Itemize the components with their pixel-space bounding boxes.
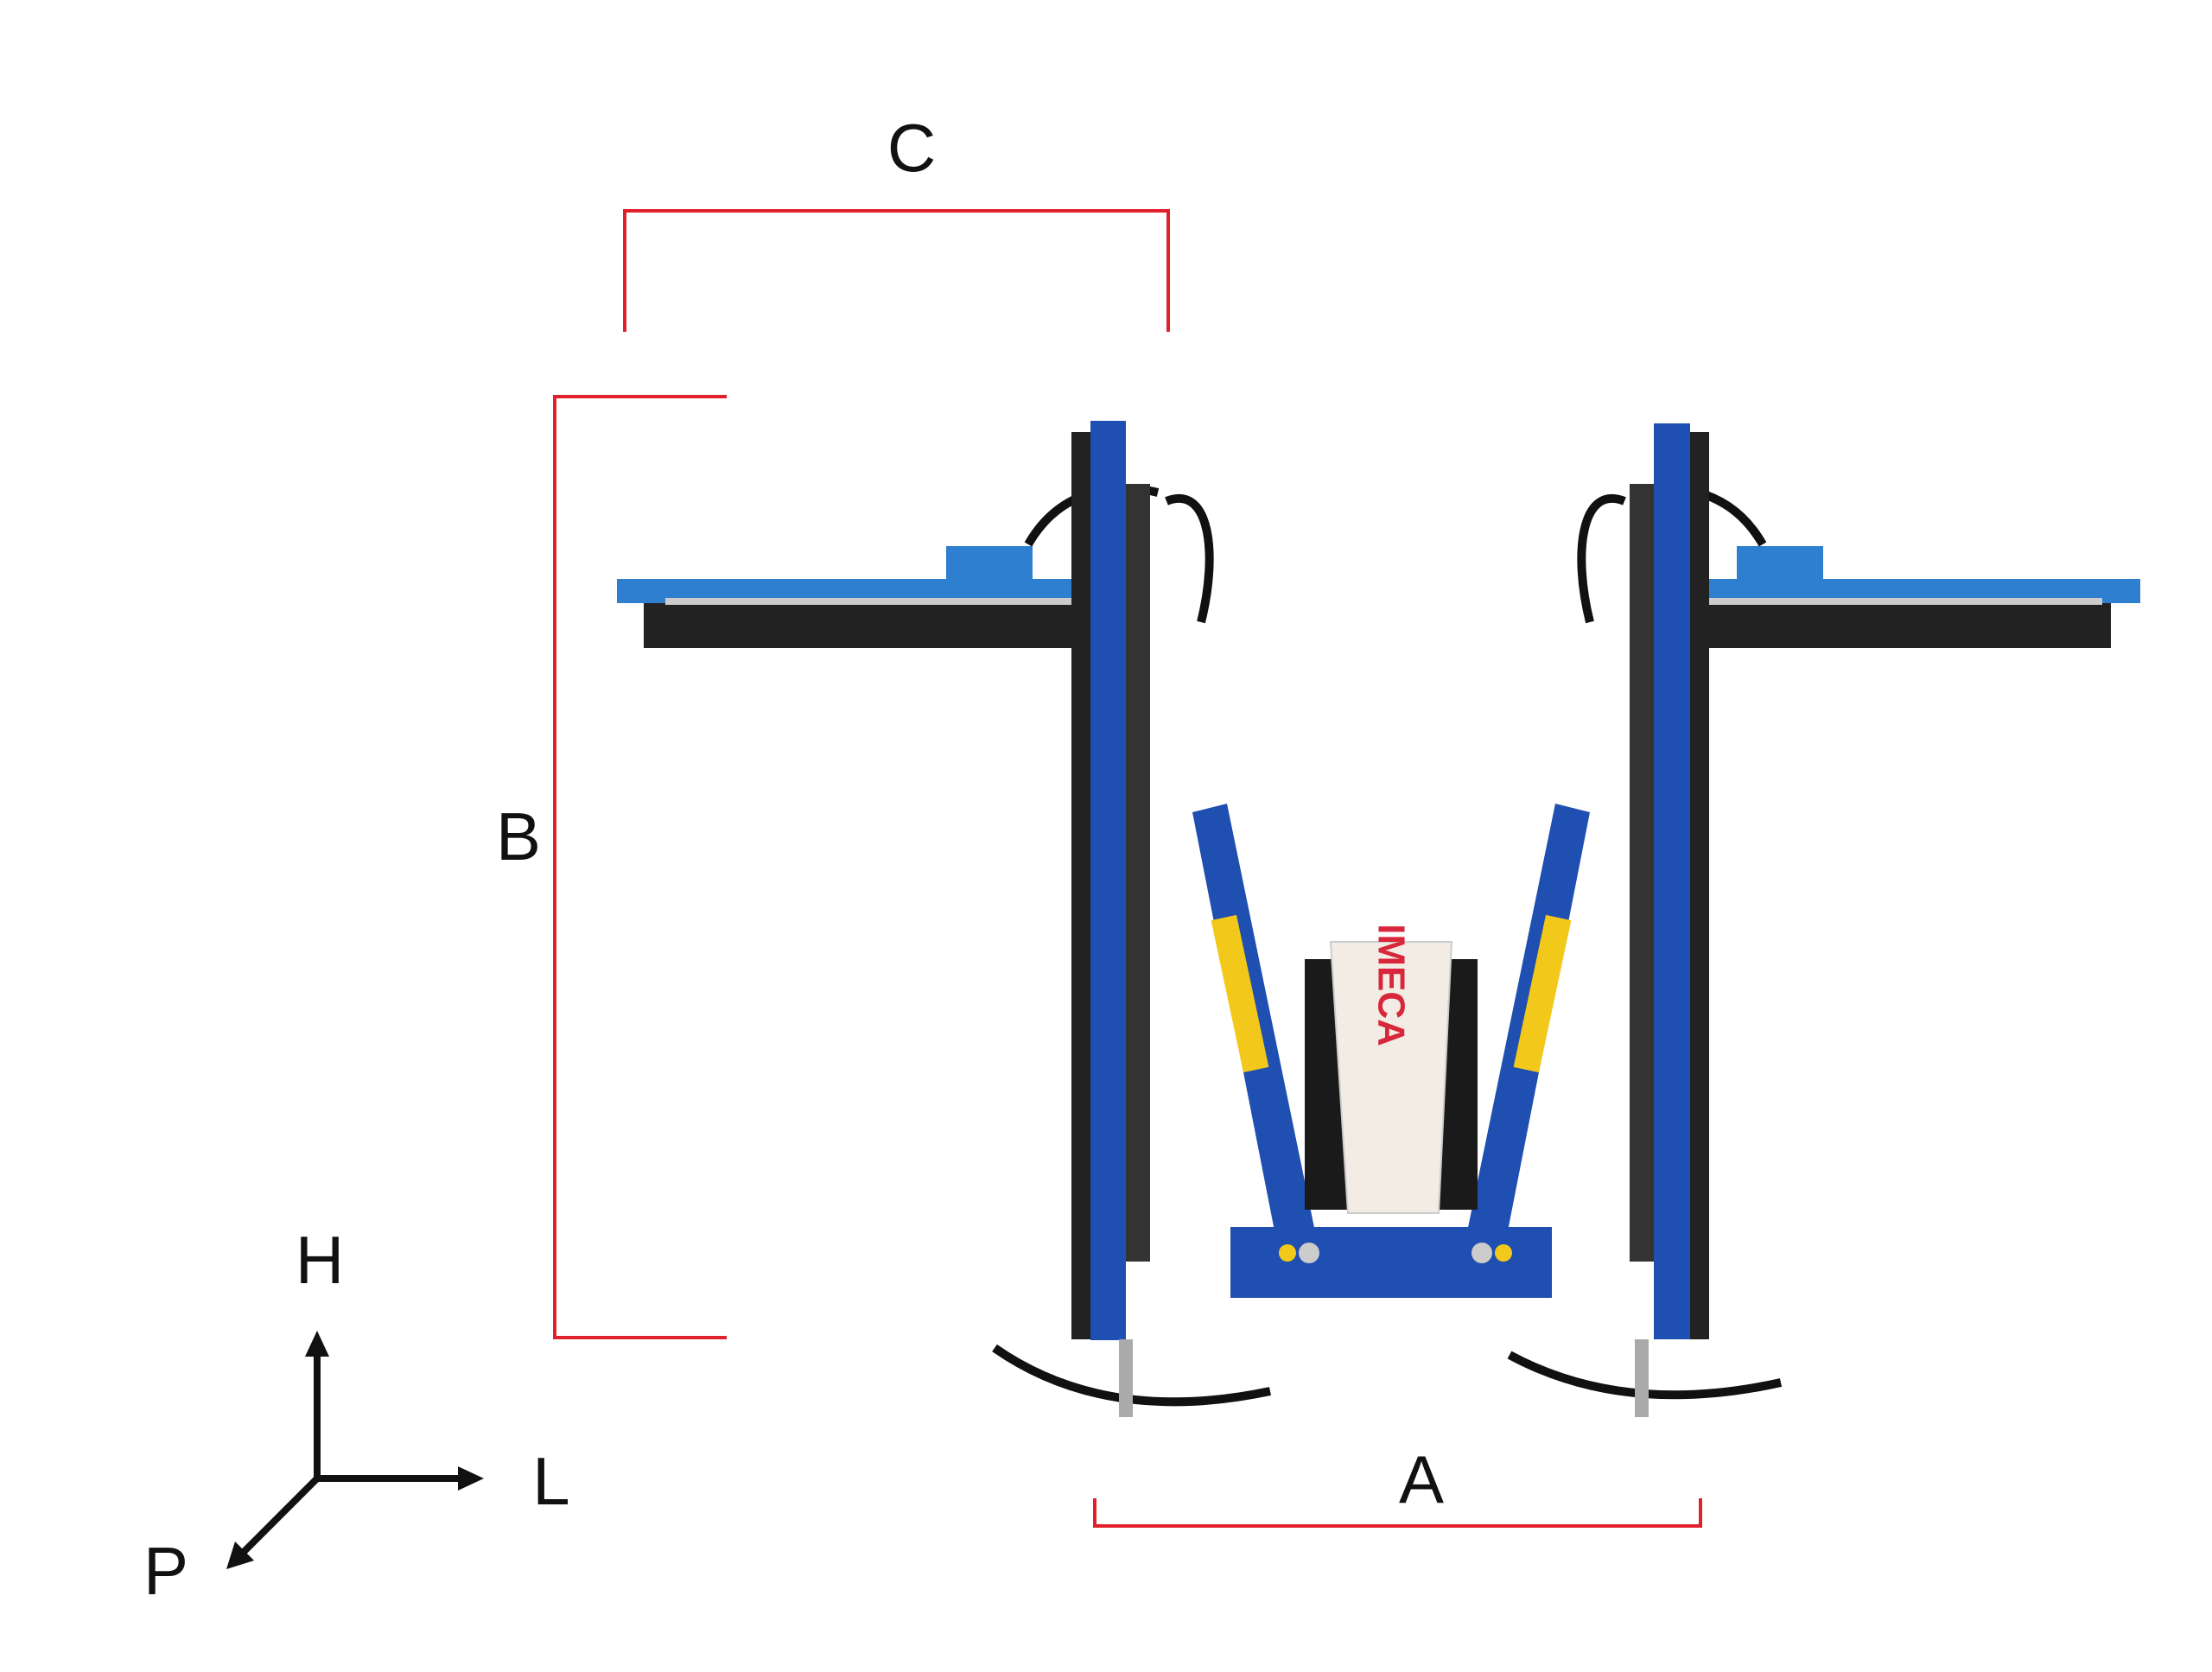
dimension-bracket-a	[1093, 1498, 1702, 1528]
dimension-label-c: C	[887, 110, 937, 186]
imeca-logo: IMECA	[1370, 924, 1413, 1046]
axis-label-p: P	[143, 1533, 189, 1609]
axis-label-l: L	[532, 1443, 570, 1519]
dimension-bracket-c	[623, 209, 1170, 332]
hedge-trimmer-machine: IMECA	[617, 421, 2140, 1417]
axis-label-h: H	[295, 1222, 345, 1298]
dimension-label-b: B	[495, 798, 542, 874]
dimension-bracket-b	[553, 395, 727, 1339]
axis-arrows-icon	[226, 1331, 484, 1569]
dimension-label-a: A	[1398, 1441, 1445, 1517]
